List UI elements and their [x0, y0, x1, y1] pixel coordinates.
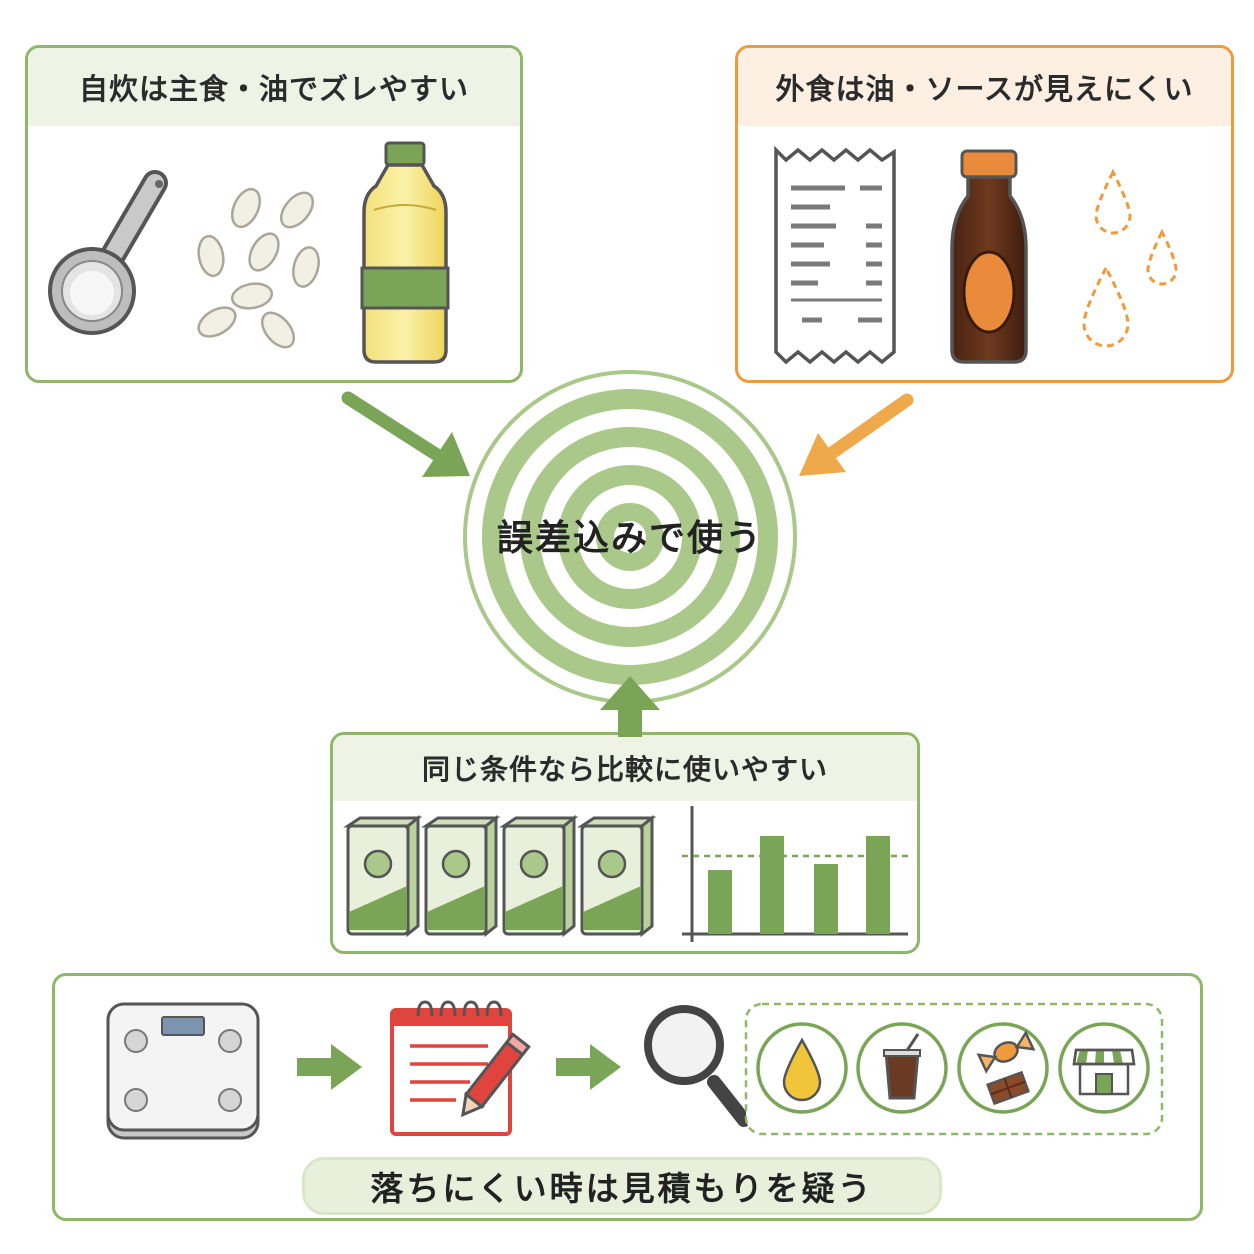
home-cooking-title: 自炊は主食・油でズレやすい [78, 72, 469, 106]
center-label: 誤差込みで使う [496, 518, 763, 559]
measuring-spoon-icon [48, 170, 168, 335]
notepad-pencil-icon [390, 1000, 531, 1136]
receipt-icon [774, 145, 896, 365]
process-arrow-2-icon [556, 1044, 621, 1090]
up-arrow-icon [600, 676, 660, 737]
comparison-title: 同じ条件なら比較に使いやすい [421, 753, 828, 786]
candy-chocolate-icon [957, 1022, 1049, 1114]
oil-bottle-icon [360, 141, 450, 364]
green-arrow-icon [341, 391, 470, 477]
target-icon [463, 370, 797, 704]
suspects-box [744, 1002, 1164, 1136]
bar-chart-icon [682, 806, 908, 942]
store-icon [1058, 1022, 1150, 1114]
rice-grains-icon [197, 187, 320, 349]
package-4 [577, 814, 657, 938]
orange-arrow-icon [799, 393, 914, 476]
product-packages-icon [343, 814, 657, 938]
eating-out-title: 外食は油・ソースが見えにくい [775, 72, 1194, 106]
home-cooking-header: 自炊は主食・油でズレやすい [28, 48, 520, 126]
package-3 [499, 814, 579, 938]
scale-icon [106, 1002, 260, 1140]
package-1 [343, 814, 423, 938]
magnifier-icon [644, 1005, 751, 1127]
process-arrow-1-icon [297, 1044, 362, 1090]
process-caption: 落ちにくい時は見積もりを疑う [302, 1157, 942, 1215]
eating-out-header: 外食は油・ソースが見えにくい [738, 48, 1231, 126]
comparison-header: 同じ条件なら比較に使いやすい [333, 735, 917, 801]
sauce-bottle-icon [950, 149, 1028, 364]
oil-drops-icon [1082, 168, 1178, 348]
process-caption-text: 落ちにくい時は見積もりを疑う [370, 1169, 874, 1208]
oil-drop-icon [756, 1022, 848, 1114]
drink-cup-icon [856, 1022, 948, 1114]
package-2 [421, 814, 501, 938]
